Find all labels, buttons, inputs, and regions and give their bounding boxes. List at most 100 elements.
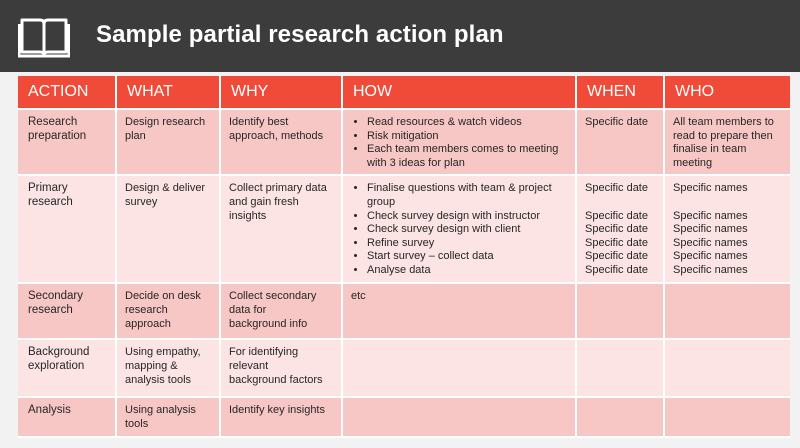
list-item: Refine survey [367,237,567,251]
table-header-row: ACTION WHAT WHY HOW WHEN WHO [18,76,790,110]
when-cell: Specific date Specific date Specific dat… [576,175,665,285]
cell-line: exploration [28,359,85,372]
cell-line: Specific date [585,263,648,276]
who-cell [664,339,790,399]
who-cell: Specific names Specific names Specific n… [664,175,790,285]
why-cell: Collect primary data and gain fresh insi… [220,175,343,285]
cell-line: research [125,303,168,316]
cell-line: read to prepare then [673,129,773,142]
cell-line: finalise in team [673,143,747,156]
cell-line: Specific names [673,263,748,276]
cell-line: plan [125,129,146,142]
cell-line: survey [125,195,158,208]
cell-line: Research [28,116,78,128]
cell-line: and gain fresh [229,195,299,208]
how-cell: etc [342,283,577,341]
cell-line: Analysis [28,404,71,417]
how-list: Read resources & watch videos Risk mitig… [351,116,567,170]
cell-line: research [28,195,73,208]
how-cell: Finalise questions with team & projectgr… [342,175,577,285]
cell-line: Specific date [585,223,648,236]
list-item: Finalise questions with team & projectgr… [367,182,567,209]
cell-line: Design & deliver [125,182,206,195]
table-row: Primary research Design & deliver survey… [18,175,790,285]
who-cell [664,397,790,439]
cell-line: Specific names [673,236,748,249]
cell-line: Specific date [585,116,648,128]
what-cell: Design research plan [116,109,221,177]
list-item: Risk mitigation [367,130,567,144]
action-cell: Secondary research [18,283,117,341]
how-cell: Read resources & watch videos Risk mitig… [342,109,577,177]
what-cell: Design & deliver survey [116,175,221,285]
when-cell [576,397,665,439]
how-list: Finalise questions with team & projectgr… [351,182,567,277]
column-header-why: WHY [220,76,343,110]
what-cell: Using empathy, mapping & analysis tools [116,339,221,399]
cell-line: Specific names [673,250,748,263]
cell-line: Primary [28,182,68,195]
cell-line: All team members to [673,116,774,128]
why-cell: Collect secondary data for background in… [220,283,343,341]
when-cell [576,283,665,341]
cell-line: Design research [125,116,206,128]
how-cell [342,339,577,399]
cell-line: Specific names [673,209,748,222]
cell-line: Collect secondary [229,290,317,303]
action-cell: Background exploration [18,339,117,399]
cell-line: relevant [229,359,269,372]
cell-line: Specific date [585,250,648,263]
cell-line: Using analysis [125,404,196,417]
list-item: Start survey – collect data [367,250,567,264]
who-cell: All team members to read to prepare then… [664,109,790,177]
cell-line: background info [229,317,308,330]
action-cell: Research preparation [18,109,117,177]
table-row: Background exploration Using empathy, ma… [18,339,790,399]
column-header-what: WHAT [116,76,221,110]
action-cell: Primary research [18,175,117,285]
slide-header: Sample partial research action plan [0,0,800,72]
cell-line: Secondary [28,290,83,303]
why-cell: Identify key insights [220,397,343,439]
list-item: Analyse data [367,264,567,278]
cell-line: data for [229,303,267,316]
why-cell: Identify best approach, methods [220,109,343,177]
when-cell: Specific date [576,109,665,177]
when-cell [576,339,665,399]
cell-line: etc [351,290,366,303]
cell-line: research [28,303,73,316]
cell-line: background factors [229,373,323,386]
cell-line: For identifying [229,346,299,359]
cell-line: Decide on desk [125,290,201,303]
cell-line: Specific date [585,236,648,249]
cell-line: Specific names [673,182,748,195]
why-cell: For identifying relevant background fact… [220,339,343,399]
list-item: Check survey design with client [367,223,567,237]
table-row: Research preparation Design research pla… [18,109,790,177]
how-cell [342,397,577,439]
table-row: Analysis Using analysis tools Identify k… [18,397,790,439]
who-cell [664,283,790,341]
cell-line: Specific names [673,223,748,236]
action-cell: Analysis [18,397,117,439]
column-header-who: WHO [664,76,790,110]
cell-line: Specific date [585,209,648,222]
column-header-action: ACTION [18,76,117,110]
cell-line: meeting [673,156,713,169]
what-cell: Decide on desk research approach [116,283,221,341]
table-row: Secondary research Decide on desk resear… [18,283,790,341]
action-plan-table: ACTION WHAT WHY HOW WHEN WHO Research pr… [18,76,790,439]
cell-line: mapping & [125,359,178,372]
cell-line: preparation [28,129,87,142]
page-title: Sample partial research action plan [96,21,504,48]
cell-line: Specific date [585,182,648,195]
cell-line: insights [229,209,267,222]
cell-line: Collect primary data [229,182,327,195]
cell-line: tools [125,417,149,430]
cell-line: Identify best [229,116,289,128]
cell-line: Using empathy, [125,346,201,359]
cell-spacer [673,196,782,210]
cell-line: Background [28,346,90,359]
cell-line: approach, methods [229,129,324,142]
